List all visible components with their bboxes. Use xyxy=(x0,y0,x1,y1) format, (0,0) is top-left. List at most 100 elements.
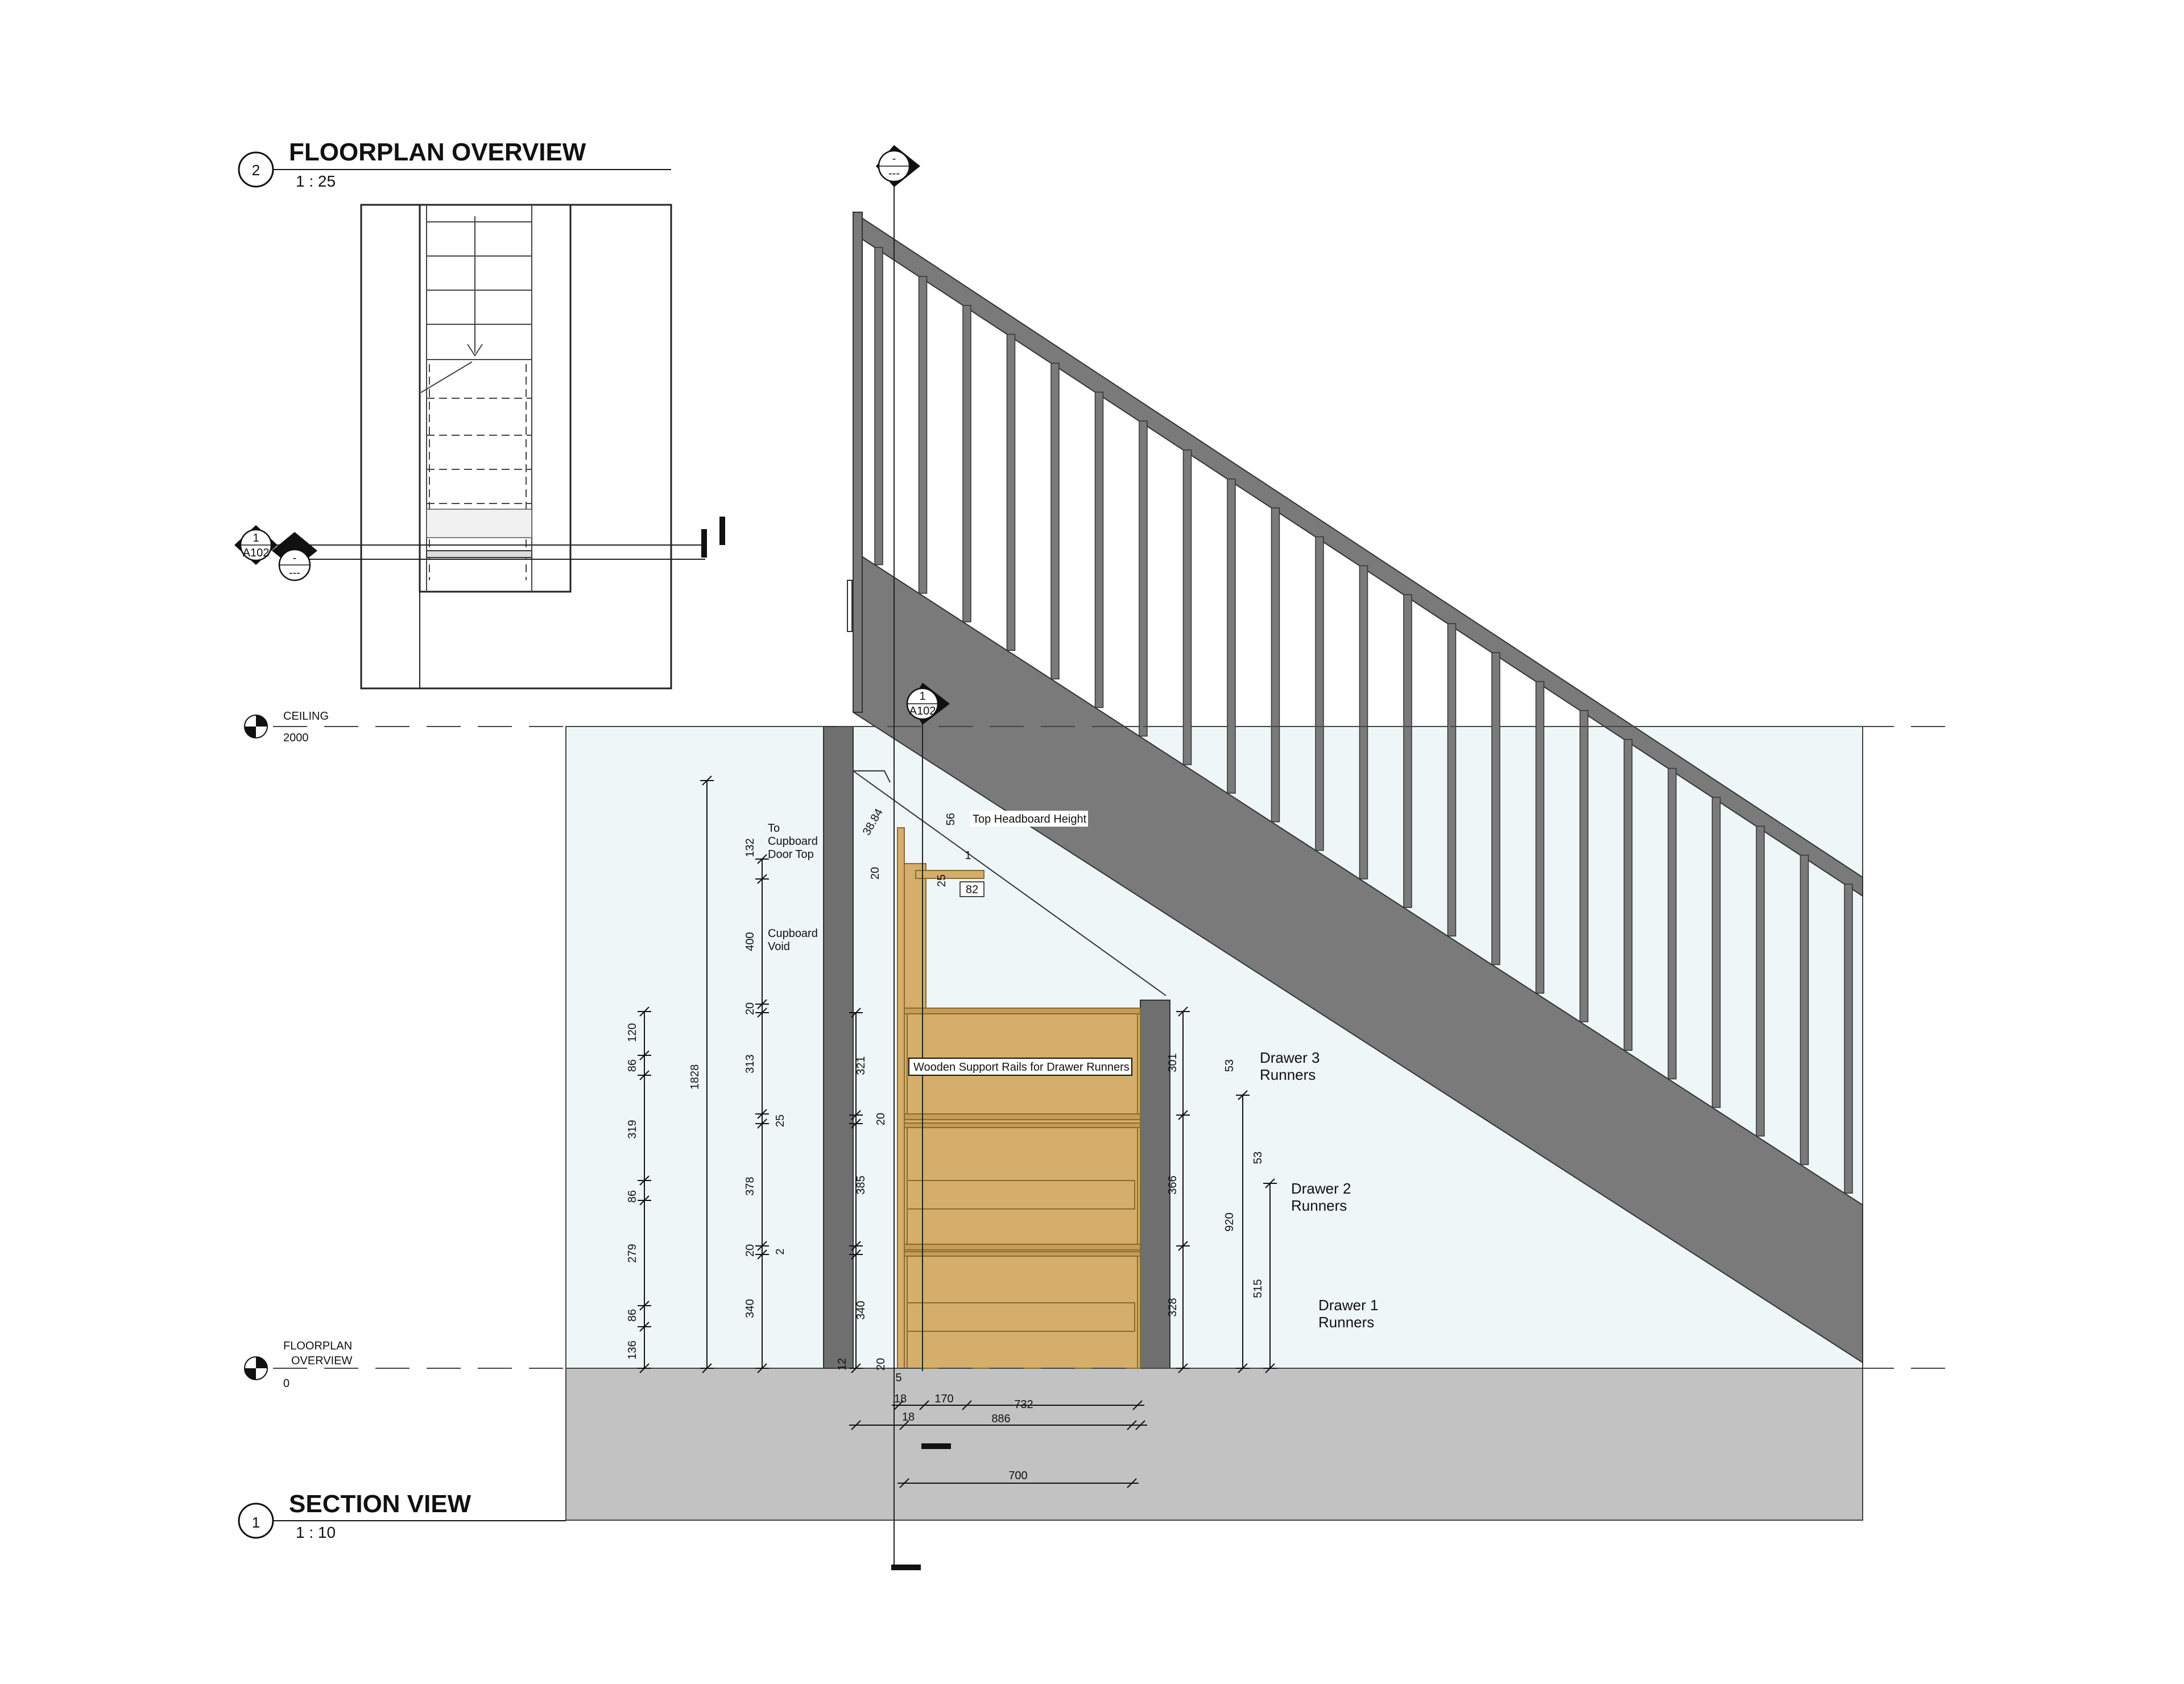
dim-53a: 53 xyxy=(1223,1059,1236,1072)
dim-inner-385: 385 xyxy=(855,1175,867,1194)
dim-inner-340: 340 xyxy=(855,1301,867,1319)
note-top-headboard-box xyxy=(970,811,1088,827)
stair-baluster xyxy=(1182,449,1192,765)
rail-3 xyxy=(904,1113,1141,1120)
drawer-1-inner xyxy=(907,1302,1135,1332)
svg-text:A102: A102 xyxy=(243,547,270,559)
stair-baluster xyxy=(1800,855,1809,1165)
floorplan-title: FLOORPLAN OVERVIEW xyxy=(289,138,586,166)
plan-cabinet-hatch xyxy=(426,509,532,538)
svg-text:2000: 2000 xyxy=(283,732,309,744)
stair-baluster xyxy=(1094,391,1104,708)
dimension-lines xyxy=(644,781,1271,1484)
section-scale: 1 : 10 xyxy=(296,1524,336,1541)
dim-bottom-18a: 18 xyxy=(894,1393,907,1405)
svg-text:---: --- xyxy=(289,567,300,579)
note-to-cupboard-1: To xyxy=(768,822,780,835)
dim-right-366: 366 xyxy=(1167,1175,1179,1194)
floorplan-scale: 1 : 25 xyxy=(296,172,336,190)
dim-mid-340: 340 xyxy=(744,1299,756,1318)
plan-room-outline xyxy=(360,204,672,690)
stair-hinge-detail xyxy=(847,580,853,632)
plan-section-marker: 1 A102 - --- xyxy=(234,525,317,581)
left-wall-column xyxy=(823,726,854,1369)
section-cut-end-mark-top xyxy=(921,1443,951,1449)
stair-newel-post xyxy=(853,212,863,713)
dim-right-301: 301 xyxy=(1167,1053,1179,1072)
stair-baluster xyxy=(874,247,883,566)
cabinet-top xyxy=(904,1008,1141,1014)
dim-mid-20b: 20 xyxy=(744,1244,756,1257)
note-cupboard-void-2: Void xyxy=(768,940,790,953)
dim-mid-313: 313 xyxy=(744,1054,756,1073)
stair-baluster xyxy=(1447,623,1457,937)
stair-baluster xyxy=(1050,362,1060,680)
stair-baluster xyxy=(1359,565,1368,880)
svg-text:0: 0 xyxy=(283,1377,289,1390)
plan-stair-void xyxy=(419,204,572,593)
note-drawer3-1: Drawer 3 xyxy=(1260,1049,1320,1066)
dim-left-86a: 86 xyxy=(626,1059,639,1072)
dim-bottom-170: 170 xyxy=(934,1393,953,1405)
dim-top-20: 20 xyxy=(869,867,882,880)
note-cupboard-void-1: Cupboard xyxy=(768,927,818,940)
note-drawer1-2: Runners xyxy=(1318,1314,1374,1331)
note-drawer2-1: Drawer 2 xyxy=(1291,1180,1351,1197)
svg-text:FLOORPLAN: FLOORPLAN xyxy=(283,1340,352,1352)
stair-baluster xyxy=(1139,420,1148,737)
dim-inner-20: 20 xyxy=(875,1113,887,1125)
plan-cut-end-mark-a xyxy=(701,529,707,558)
dim-920: 920 xyxy=(1223,1212,1236,1231)
stair-baluster xyxy=(1006,333,1016,651)
stair-baluster xyxy=(1844,884,1853,1194)
note-drawer3-2: Runners xyxy=(1260,1066,1316,1083)
stair-baluster xyxy=(1403,594,1412,908)
headboard-line xyxy=(853,770,1167,996)
stair-balusters xyxy=(874,247,1853,1194)
note-drawer1-1: Drawer 1 xyxy=(1318,1297,1378,1314)
dim-inner-12: 12 xyxy=(836,1358,849,1371)
dim-bottom-732: 732 xyxy=(1014,1398,1033,1411)
dim-bottom-700: 700 xyxy=(1008,1470,1027,1482)
section-cut-end-mark-bottom xyxy=(891,1565,921,1570)
floorplan-title-number: 2 xyxy=(252,162,260,179)
svg-text:---: --- xyxy=(888,167,900,180)
dim-515: 515 xyxy=(1252,1279,1264,1298)
dim-top-1: 1 xyxy=(965,849,971,862)
stair-baluster xyxy=(962,304,971,622)
cabinet-top-rail xyxy=(915,870,985,879)
dim-right-328: 328 xyxy=(1167,1298,1179,1316)
note-to-cupboard-2: Cupboard xyxy=(768,835,818,848)
dim-left-86b: 86 xyxy=(626,1190,639,1203)
note-support-rails-box xyxy=(908,1058,1132,1076)
elevation-marker: - --- xyxy=(876,145,920,187)
rail-1a xyxy=(904,1244,1141,1250)
svg-text:1: 1 xyxy=(253,532,259,544)
stair-baluster xyxy=(1711,796,1721,1108)
svg-text:-: - xyxy=(892,152,896,165)
note-top-headboard: Top Headboard Height xyxy=(973,813,1087,826)
rail-1b xyxy=(904,1251,1141,1257)
stair-baluster xyxy=(1315,536,1324,851)
dim-mid-20a: 20 xyxy=(744,1002,756,1015)
dim-inner-20b: 20 xyxy=(875,1358,887,1371)
stair-baluster xyxy=(1271,507,1280,823)
dim-left-136: 136 xyxy=(626,1340,639,1359)
stair-baluster xyxy=(1668,767,1677,1080)
plan-treads-dashed xyxy=(427,364,532,580)
section-view: CEILING 2000 FLOORPLAN OVERVIEW 0 - --- … xyxy=(238,145,1951,1570)
dim-mid-2: 2 xyxy=(774,1248,787,1254)
dim-mid-400: 400 xyxy=(744,932,756,951)
plan-cut-end-mark-b xyxy=(719,517,725,545)
note-support-rails: Wooden Support Rails for Drawer Runners xyxy=(913,1061,1130,1074)
dim-left-86c: 86 xyxy=(626,1309,639,1322)
stair-baluster xyxy=(1491,652,1500,965)
dim-mid-132: 132 xyxy=(744,838,756,857)
stair-baluster xyxy=(918,276,928,594)
dim-top-25: 25 xyxy=(936,874,948,887)
cabinet-upright xyxy=(897,827,905,1369)
dim-bottom-886: 886 xyxy=(991,1413,1010,1425)
right-cabinet-side-panel xyxy=(1140,1000,1170,1369)
svg-text:1: 1 xyxy=(919,690,925,703)
